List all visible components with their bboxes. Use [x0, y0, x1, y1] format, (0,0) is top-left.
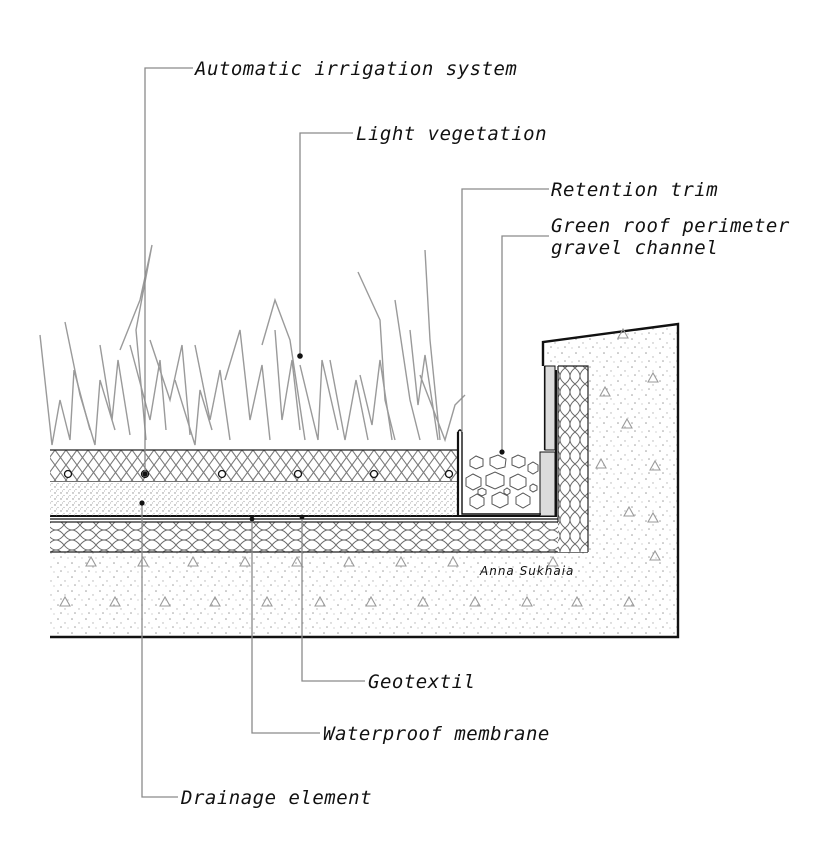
gravel-channel	[463, 452, 539, 514]
label-vegetation: Light vegetation	[356, 123, 547, 145]
insulation-layer	[50, 521, 588, 553]
leader-retention	[461, 188, 549, 432]
leader-vegetation	[299, 132, 353, 356]
label-gravel-channel-line1: Green roof perimeter	[551, 215, 790, 237]
aggregate-triangles	[59, 327, 661, 607]
label-retention-trim: Retention trim	[551, 179, 718, 201]
leader-drainage	[141, 503, 178, 798]
leader-membrane	[251, 519, 320, 734]
vegetation	[39, 244, 466, 446]
author-signature: Anna Sukhaia	[479, 564, 574, 578]
parapet-insulation	[557, 365, 589, 552]
label-waterproof-membrane: Waterproof membrane	[323, 723, 550, 745]
leader-irrigation	[144, 67, 193, 474]
label-irrigation: Automatic irrigation system	[194, 58, 517, 80]
leader-geotextil	[301, 517, 365, 682]
label-gravel-channel-line2: gravel channel	[551, 237, 718, 259]
label-drainage-element: Drainage element	[180, 787, 372, 809]
leader-gravel	[501, 235, 549, 452]
soil-substrate-layer	[50, 449, 458, 481]
drainage-layer	[50, 480, 458, 516]
concrete-structure	[50, 322, 680, 639]
leader-dots	[139, 353, 505, 522]
label-geotextil: Geotextil	[368, 671, 475, 693]
leader-lines	[139, 67, 549, 798]
